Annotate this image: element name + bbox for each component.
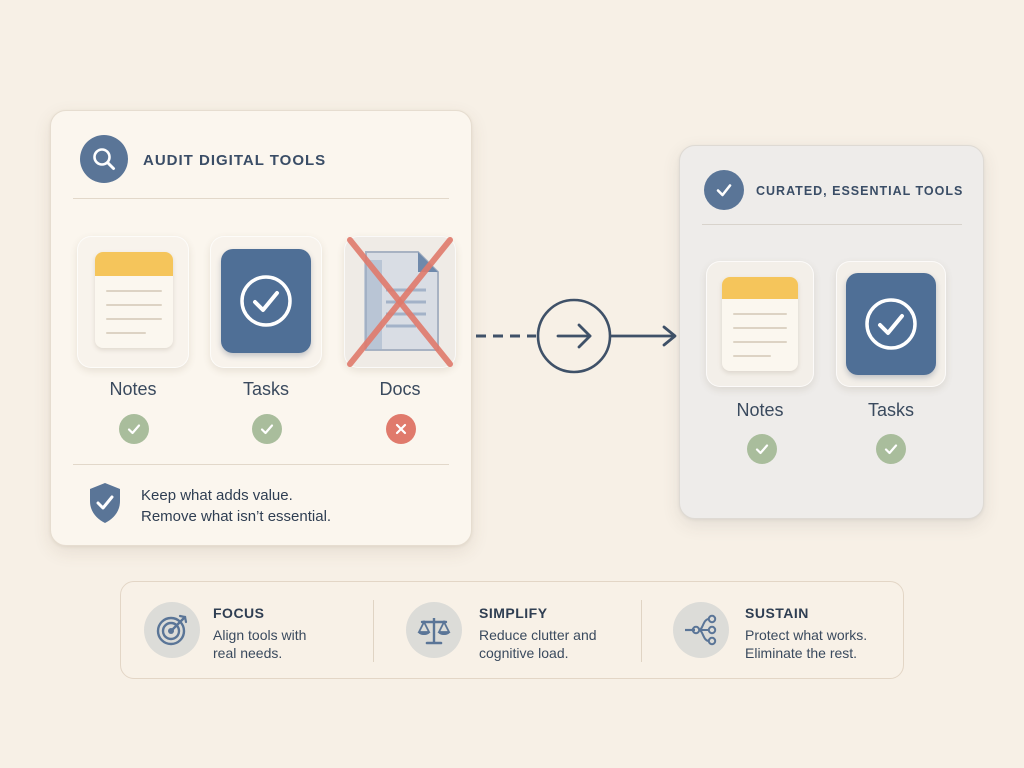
principle-sustain-line1: Protect what works. xyxy=(745,627,868,643)
curated-tasks-tile[interactable] xyxy=(836,261,946,387)
notes-tile[interactable] xyxy=(77,236,189,368)
principle-focus-title: FOCUS xyxy=(213,605,265,621)
docs-tile[interactable] xyxy=(344,236,456,368)
curated-panel: CURATED, ESSENTIAL TOOLS Notes Tasks xyxy=(679,145,984,519)
principles-strip: FOCUS Align tools with real needs. SIMPL… xyxy=(120,581,904,679)
branch-flow-icon xyxy=(673,602,729,658)
principle-sustain-line2: Eliminate the rest. xyxy=(745,645,858,661)
check-icon xyxy=(876,434,906,464)
target-icon xyxy=(144,602,200,658)
notes-icon xyxy=(722,277,798,371)
principle-focus-line1: Align tools with xyxy=(213,627,307,643)
search-icon xyxy=(80,135,128,183)
notes-icon xyxy=(95,252,173,348)
x-icon xyxy=(386,414,416,444)
shield-check-icon xyxy=(90,483,120,523)
principle-separator xyxy=(641,600,642,662)
principle-focus-line2: real needs. xyxy=(213,645,283,661)
curated-notes-label: Notes xyxy=(736,400,784,420)
curated-tasks-label: Tasks xyxy=(867,400,914,420)
check-icon xyxy=(252,414,282,444)
audit-note-line1: Keep what adds value. xyxy=(141,487,293,504)
curated-divider xyxy=(702,224,962,225)
principle-simplify-line1: Reduce clutter and xyxy=(479,627,597,643)
check-icon xyxy=(119,414,149,444)
audit-note-line2: Remove what isn’t essential. xyxy=(141,508,332,525)
curated-panel-title: CURATED, ESSENTIAL TOOLS xyxy=(756,184,964,198)
flow-connector xyxy=(476,298,677,374)
principle-separator xyxy=(373,600,374,662)
curated-notes-tile[interactable] xyxy=(706,261,814,387)
audit-panel: AUDIT DIGITAL TOOLS Notes Tasks xyxy=(50,110,472,546)
principle-simplify-title: SIMPLIFY xyxy=(479,605,548,621)
principle-sustain-title: SUSTAIN xyxy=(745,605,809,621)
balance-scale-icon xyxy=(406,602,462,658)
check-icon xyxy=(747,434,777,464)
principle-simplify-line2: cognitive load. xyxy=(479,645,569,661)
docs-label: Docs xyxy=(379,379,421,399)
audit-divider-bottom xyxy=(73,464,449,465)
audit-panel-title: AUDIT DIGITAL TOOLS xyxy=(143,152,327,169)
tasks-icon xyxy=(221,249,311,353)
remove-cross-icon xyxy=(347,237,453,367)
audit-divider-top xyxy=(73,198,449,199)
tasks-icon xyxy=(846,273,936,375)
tasks-tile[interactable] xyxy=(210,236,322,368)
check-circle-icon xyxy=(704,170,744,210)
notes-label: Notes xyxy=(109,379,157,399)
tasks-label: Tasks xyxy=(242,379,289,399)
